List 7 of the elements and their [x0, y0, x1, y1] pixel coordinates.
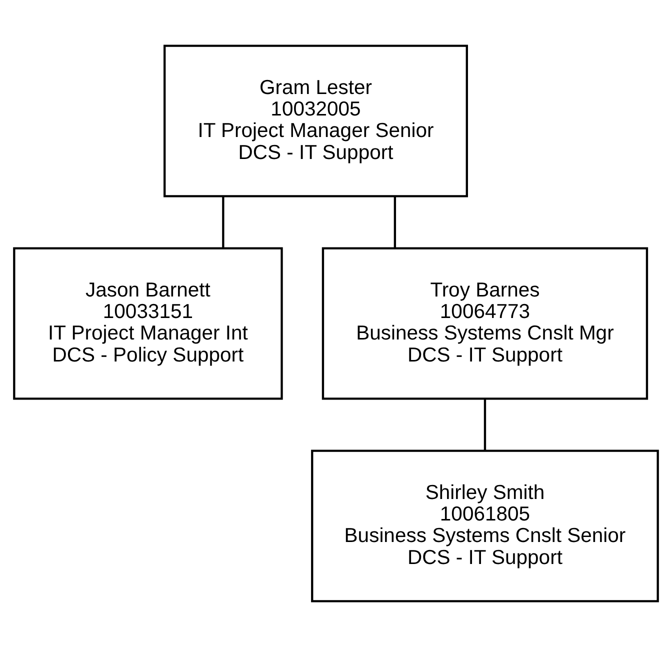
node-box: Shirley Smith 10061805 Business Systems Cnslt Senior DCS - IT Support: [311, 449, 659, 602]
node-box: Troy Barnes 10064773 Business Systems Cnslt Mgr DCS - IT Support: [322, 246, 648, 400]
connector: [394, 196, 396, 248]
connector: [484, 398, 486, 450]
node-box: Gram Lester 10032005 IT Project Manager Senior DCS - IT Support: [164, 44, 468, 197]
connector: [222, 196, 224, 248]
node-box: Jason Barnett 10033151 IT Project Manager Int DCS - Policy Support: [13, 246, 283, 400]
